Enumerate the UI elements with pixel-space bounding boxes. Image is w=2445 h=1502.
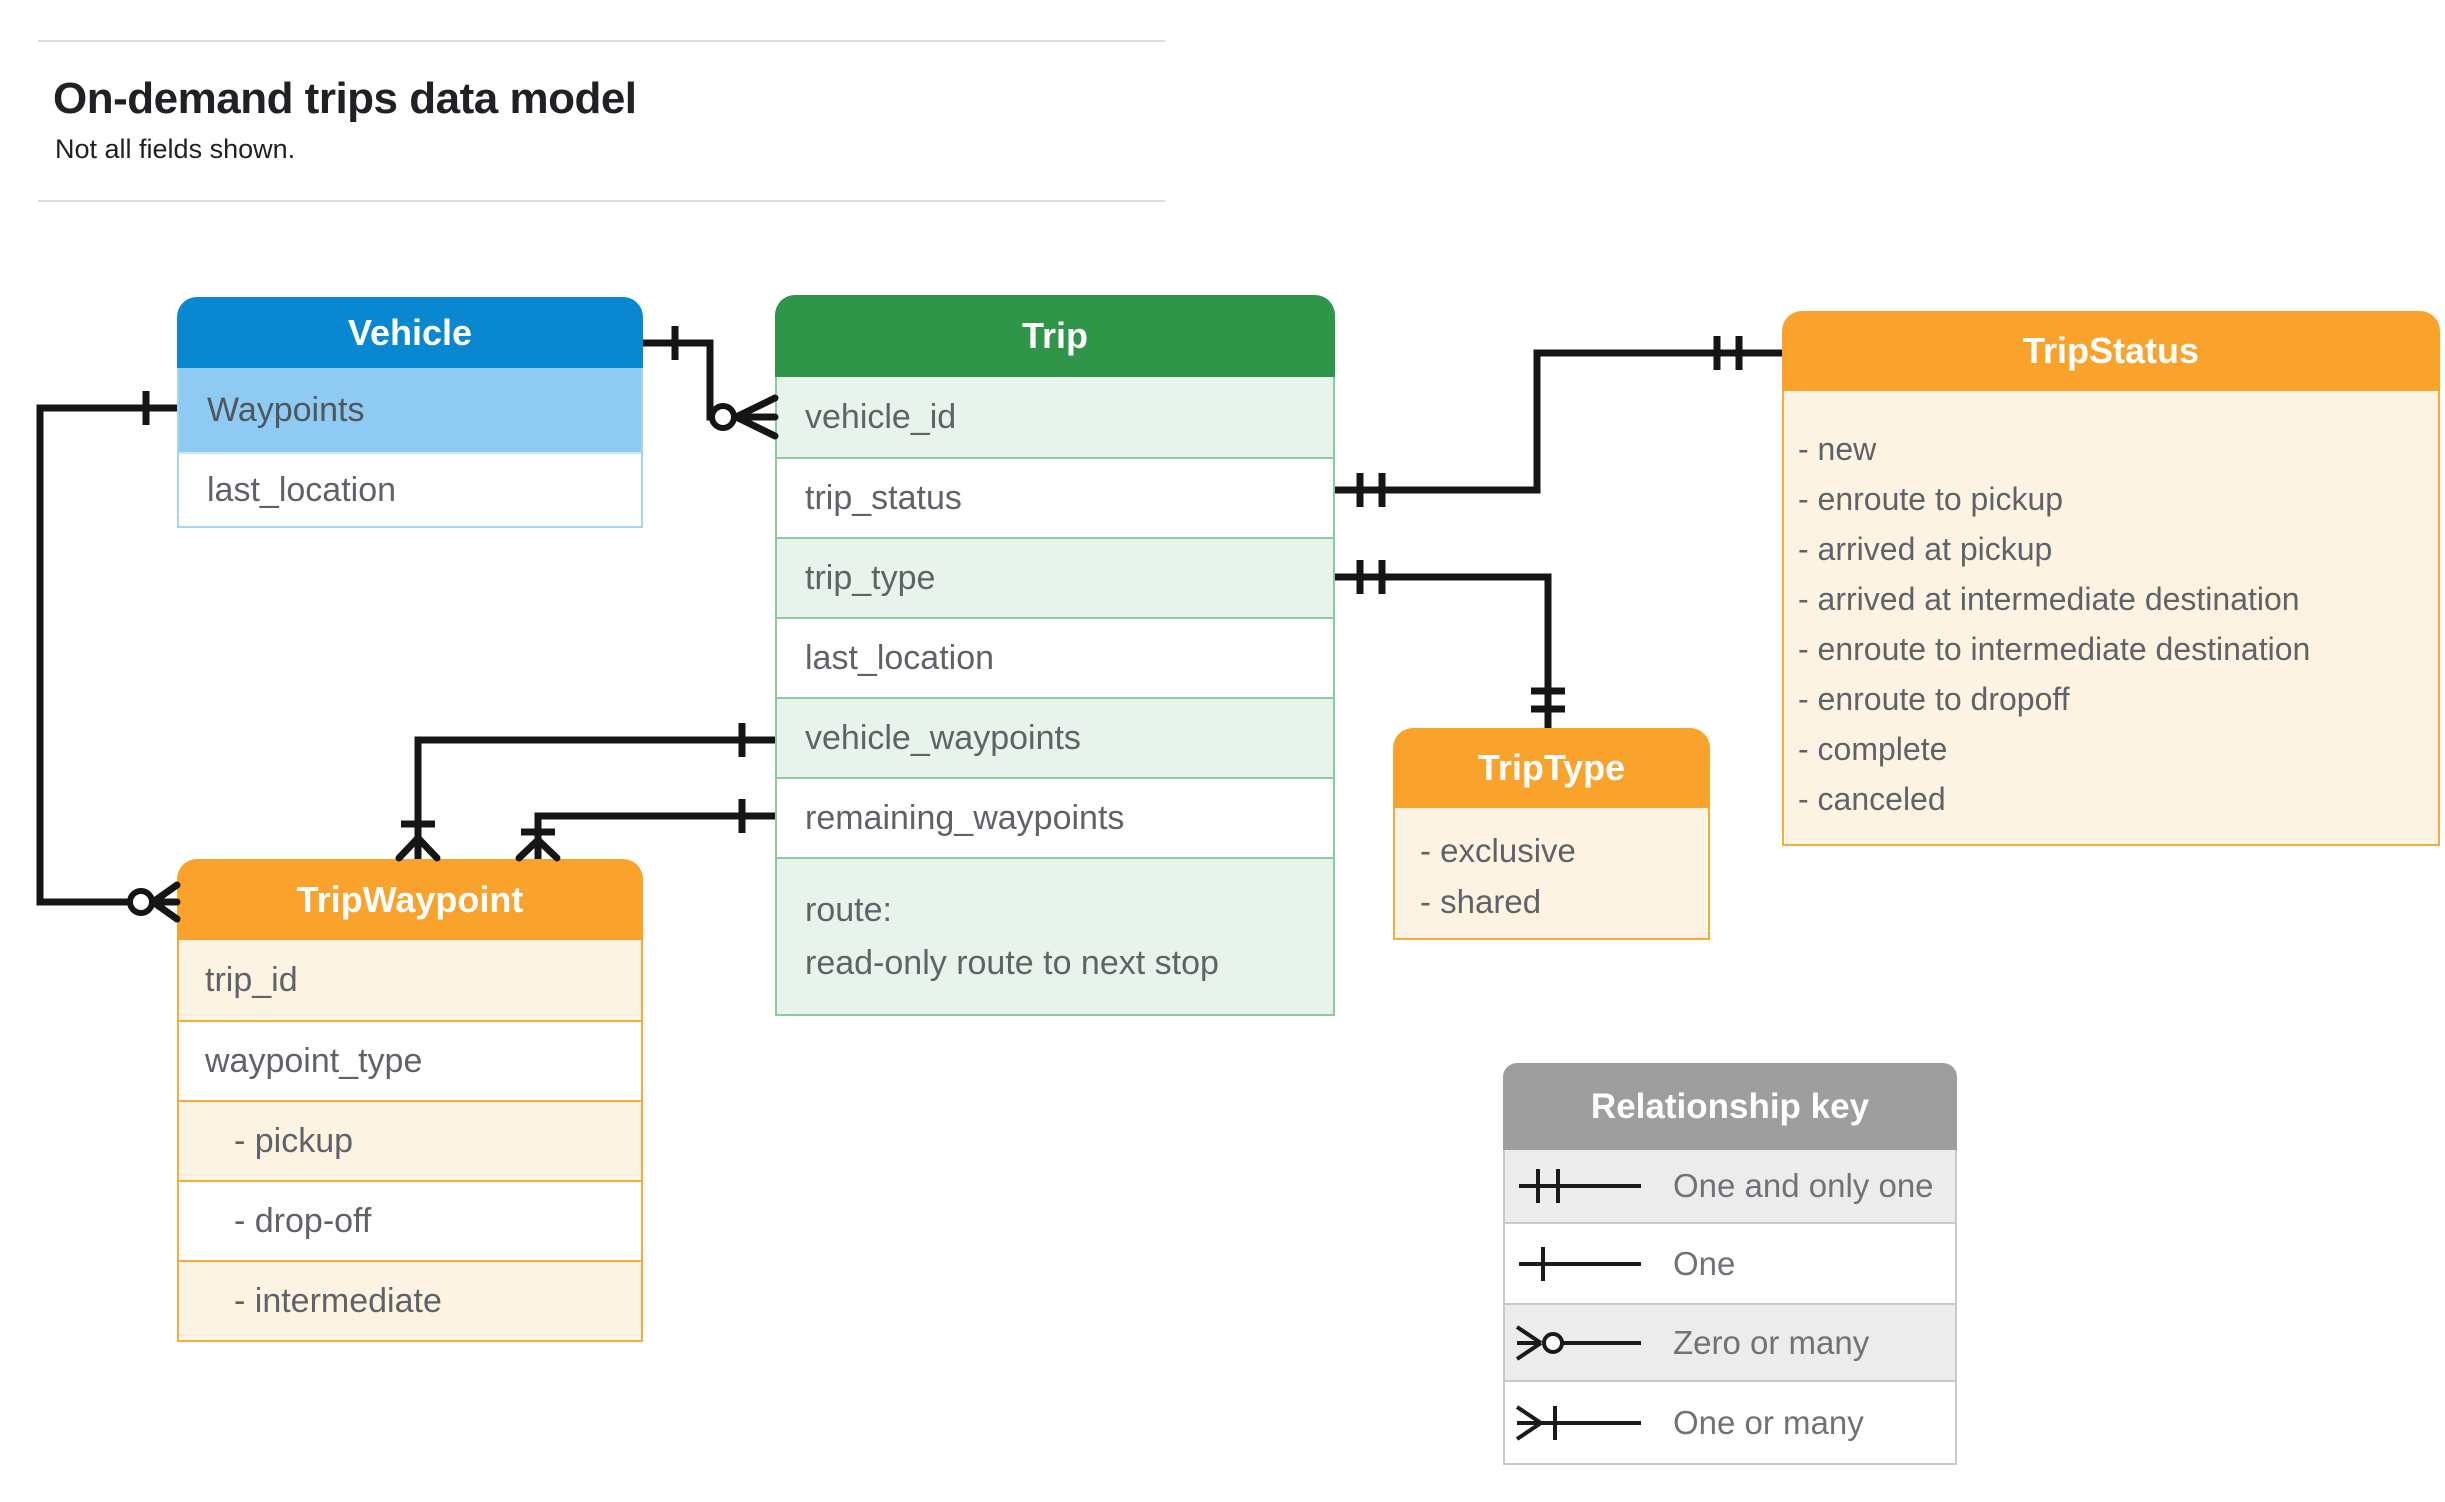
trip-status-value: - enroute to intermediate destination [1798,631,2311,667]
vehicle-field-last-location: last_location [179,452,641,526]
legend-row-one: One [1505,1222,1955,1303]
trip-waypoint-field-trip-id: trip_id [179,940,641,1020]
connector-remaining-waypoints-field-to-tripwaypoint [515,799,775,862]
zero-or-many-icon [1515,1324,1641,1361]
trip-field-vehicle-waypoints: vehicle_waypoints [777,697,1333,777]
trip-waypoint-value-intermediate: - intermediate [179,1260,641,1340]
trip-status-value: - enroute to pickup [1798,481,2064,517]
trip-status-value: - complete [1798,731,1948,767]
legend-label: Zero or many [1673,1323,1870,1361]
one-icon [1519,1246,1641,1281]
trip-table-header: Trip [775,295,1335,377]
trip-type-table: TripType - exclusive - shared [1393,728,1710,940]
trip-waypoint-table-header: TripWaypoint [177,859,643,940]
vehicle-table-header: Vehicle [177,297,643,368]
legend-row-one-or-many: One or many [1505,1380,1955,1463]
trip-field-trip-status: trip_status [777,457,1333,537]
trip-status-table: TripStatus - new - enroute to pickup - a… [1782,311,2440,846]
connector-trip-type-to-triptype [1335,560,1565,728]
heading-divider [38,200,1165,202]
trip-field-trip-type: trip_type [777,537,1333,617]
vehicle-field-waypoints: Waypoints [179,368,641,452]
trip-field-route: route: read-only route to next stop [777,857,1333,1014]
trip-type-table-header: TripType [1393,728,1710,808]
trip-type-value: - exclusive [1420,832,1576,869]
trip-waypoint-table: TripWaypoint trip_id waypoint_type - pic… [177,859,643,1342]
relationship-key-header: Relationship key [1503,1063,1957,1150]
trip-waypoint-value-drop-off: - drop-off [179,1180,641,1260]
trip-field-last-location: last_location [777,617,1333,697]
legend-label: One and only one [1673,1167,1934,1204]
legend-row-one-and-only-one: One and only one [1505,1150,1955,1222]
vehicle-table: Vehicle Waypoints last_location [177,297,643,528]
page-title: On-demand trips data model [53,74,637,123]
trip-status-value: - new [1798,431,1877,467]
trip-status-value: - canceled [1798,781,1946,817]
legend-label: One [1673,1244,1736,1282]
trip-table: Trip vehicle_id trip_status trip_type la… [775,295,1335,1016]
connector-trip-status-to-tripstatus [1335,336,1782,507]
trip-waypoint-value-pickup: - pickup [179,1100,641,1180]
trip-waypoint-field-waypoint-type: waypoint_type [179,1020,641,1100]
one-or-many-icon [1515,1404,1641,1441]
top-divider [38,40,1165,42]
relationship-key: Relationship key One and only one One [1503,1063,1957,1465]
trip-field-route-label: route: [805,890,892,929]
legend-row-zero-or-many: Zero or many [1505,1303,1955,1380]
one-and-only-one-icon [1519,1169,1641,1203]
trip-field-vehicle-id: vehicle_id [777,377,1333,457]
connector-vehicle-to-trip [643,326,779,440]
trip-field-remaining-waypoints: remaining_waypoints [777,777,1333,857]
trip-status-value: - arrived at pickup [1798,531,2053,567]
legend-label: One or many [1673,1403,1864,1441]
trip-status-value: - arrived at intermediate destination [1798,581,2300,617]
trip-status-table-header: TripStatus [1782,311,2440,391]
connector-vehicle-waypoints-field-to-tripwaypoint [395,723,775,862]
connector-vehicle-waypoints-to-tripwaypoint [36,391,181,923]
trip-type-value: - shared [1420,883,1542,920]
page-subtitle: Not all fields shown. [55,134,296,164]
trip-field-route-description: read-only route to next stop [805,943,1219,982]
trip-status-value: - enroute to dropoff [1798,681,2070,717]
